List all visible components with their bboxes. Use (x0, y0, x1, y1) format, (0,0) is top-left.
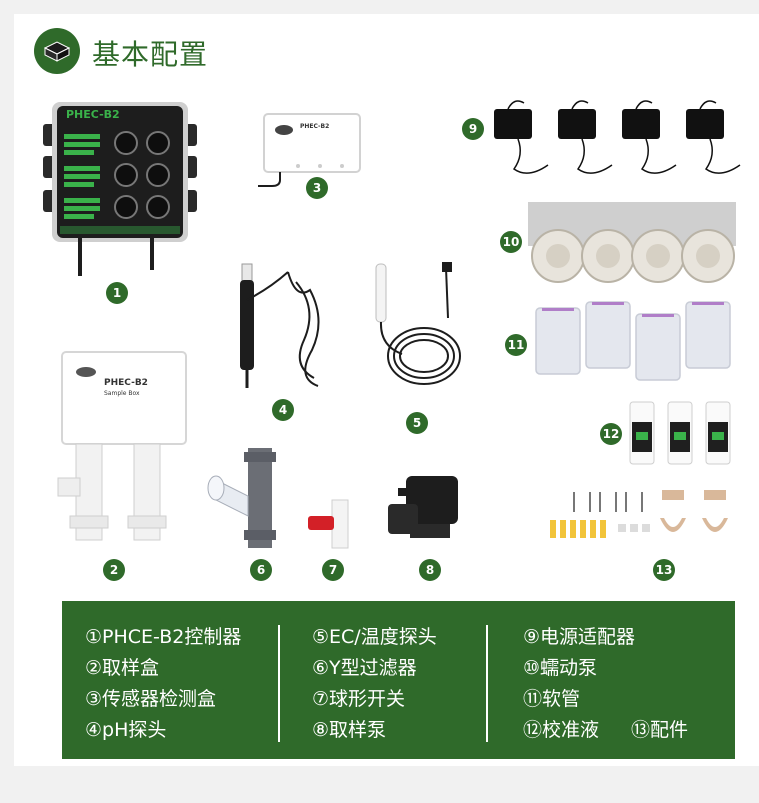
accessories-image (544, 488, 744, 556)
legend-item: ⑧取样泵 (312, 719, 387, 741)
item-number-badge: 3 (306, 177, 328, 199)
sample-box-image: PHEC-B2 Sample Box (54, 348, 194, 557)
item-number-badge: 2 (103, 559, 125, 581)
ec-temp-probe-image (360, 258, 472, 402)
tubing-image (534, 298, 738, 386)
item-number-badge: 10 (500, 231, 522, 253)
peristaltic-pumps-image (526, 200, 738, 296)
legend-divider (278, 625, 280, 742)
calibration-bottles-image (626, 398, 736, 470)
legend-item: ⑪软管 (523, 688, 581, 710)
item-number-badge: 9 (462, 118, 484, 140)
parts-legend: ①PHCE-B2控制器 ②取样盒 ③传感器检测盒 ④pH探头 ⑤EC/温度探头 … (62, 601, 735, 759)
sample-box-brand-label: PHEC-B2 (104, 378, 148, 388)
legend-item: ②取样盒 (85, 657, 160, 679)
item-number-badge: 7 (322, 559, 344, 581)
sensor-box-image: PHEC-B2 (256, 110, 366, 194)
item-number-badge: 1 (106, 282, 128, 304)
item-number-badge: 13 (653, 559, 675, 581)
legend-item: ⑤EC/温度探头 (312, 626, 437, 648)
item-number-badge: 12 (600, 423, 622, 445)
sensor-box-brand-label: PHEC-B2 (300, 123, 330, 130)
item-number-badge: 6 (250, 559, 272, 581)
sample-box-sub-label: Sample Box (104, 390, 140, 397)
box-icon (34, 28, 80, 74)
item-number-badge: 5 (406, 412, 428, 434)
item-number-badge: 11 (505, 334, 527, 356)
legend-divider (486, 625, 488, 742)
ball-valve-image (304, 498, 360, 554)
legend-item: ⑥Y型过滤器 (312, 657, 417, 679)
legend-item: ③传感器检测盒 (85, 688, 217, 710)
legend-item: ⑦球形开关 (312, 688, 406, 710)
legend-item: ⑫校准液 (523, 719, 600, 741)
item-number-badge: 8 (419, 559, 441, 581)
sampling-pump-image (380, 470, 470, 554)
power-adapters-image (488, 95, 753, 191)
legend-item: ⑨电源适配器 (523, 626, 636, 648)
legend-item: ⑩蠕动泵 (523, 657, 598, 679)
page-title: 基本配置 (92, 38, 209, 71)
ph-probe-image (226, 260, 336, 399)
item-number-badge: 4 (272, 399, 294, 421)
legend-item: ①PHCE-B2控制器 (85, 626, 242, 648)
y-filter-image (206, 444, 286, 556)
legend-item: ⑬配件 (631, 719, 689, 741)
controller-image: PHEC-B2 (40, 98, 200, 282)
legend-item: ④pH探头 (85, 719, 167, 741)
controller-brand-label: PHEC-B2 (66, 108, 120, 121)
